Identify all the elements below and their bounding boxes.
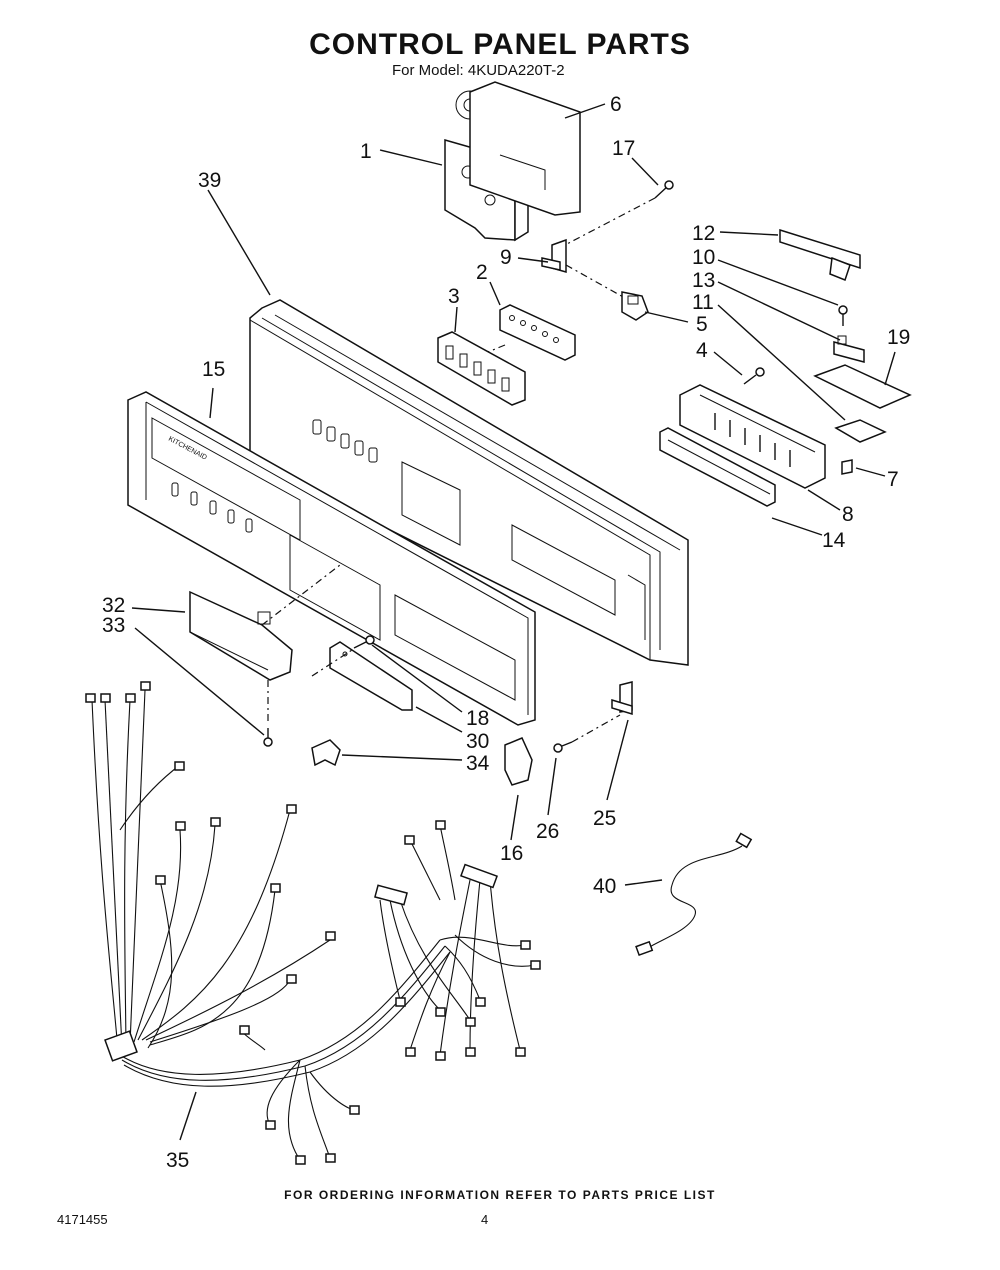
- callout-4: 4: [696, 339, 708, 362]
- part-bracket-32: [189, 590, 293, 681]
- callout-7: 7: [887, 468, 899, 491]
- part-switch-5: [621, 291, 649, 321]
- part-button-assembly-3: [437, 331, 526, 406]
- callout-34: 34: [466, 752, 490, 775]
- leader-lines: [131, 103, 896, 1141]
- part-screw-4: [743, 367, 765, 385]
- part-bracket-2: [499, 304, 576, 361]
- callout-1: 1: [360, 140, 372, 163]
- page-title: CONTROL PANEL PARTS: [309, 28, 691, 61]
- part-bracket-25: [611, 681, 633, 716]
- part-jumper-wire-40: [635, 832, 753, 957]
- callout-13: 13: [692, 269, 715, 292]
- callout-12: 12: [692, 222, 715, 245]
- part-knob-16: [504, 737, 533, 786]
- callout-2: 2: [476, 261, 488, 284]
- part-screw-33: [263, 728, 273, 747]
- callout-10: 10: [692, 246, 715, 269]
- part-screw-10: [838, 305, 848, 326]
- part-bracket-9: [541, 238, 567, 273]
- callout-35: 35: [166, 1149, 189, 1172]
- callout-15: 15: [202, 358, 225, 381]
- callout-8: 8: [842, 503, 854, 526]
- callout-33: 33: [102, 614, 125, 637]
- part-wiring-harness-35: [85, 681, 541, 1165]
- rear-panel-button-slots: [312, 419, 378, 463]
- callout-19: 19: [887, 326, 910, 349]
- callout-32: 32: [102, 594, 125, 617]
- model-line: For Model: 4KUDA220T-2: [392, 62, 565, 79]
- callout-26: 26: [536, 820, 559, 843]
- part-screw-26: [553, 741, 573, 753]
- callout-39: 39: [198, 169, 221, 192]
- callout-labels: 1 2 3 4 5 6 7 8 9 10 11 12 13 14 15 16 1…: [102, 93, 910, 1172]
- part-clip-7: [841, 459, 853, 475]
- part-trim-strip-30: [329, 641, 413, 711]
- document-code: 4171455: [57, 1212, 108, 1227]
- part-circuit-board: [469, 81, 581, 216]
- callout-40: 40: [593, 875, 616, 898]
- callout-9: 9: [500, 246, 512, 269]
- callout-11: 11: [692, 291, 714, 314]
- part-lever-12: [779, 228, 861, 281]
- callout-18: 18: [466, 707, 489, 730]
- callout-25: 25: [593, 807, 616, 830]
- callout-30: 30: [466, 730, 489, 753]
- part-screw-18: [353, 635, 375, 649]
- part-front-control-panel: KITCHENAID: [127, 391, 536, 726]
- callout-17: 17: [612, 137, 635, 160]
- part-channel-14: [659, 427, 776, 507]
- part-latch-13: [833, 335, 865, 363]
- front-panel-button-slots: [171, 482, 253, 533]
- part-clip-34: [311, 739, 341, 767]
- callout-5: 5: [696, 313, 708, 336]
- callout-14: 14: [822, 529, 846, 552]
- callout-16: 16: [500, 842, 523, 865]
- part-plate-11: [834, 419, 887, 443]
- part-screw-17: [654, 180, 674, 199]
- page-number: 4: [481, 1212, 489, 1227]
- callout-6: 6: [610, 93, 622, 116]
- ordering-note: FOR ORDERING INFORMATION REFER TO PARTS …: [284, 1188, 716, 1202]
- part-rear-console-panel: [249, 299, 689, 666]
- part-insulator-19: [813, 364, 912, 409]
- callout-3: 3: [448, 285, 460, 308]
- part-switch-block-8: [679, 384, 826, 489]
